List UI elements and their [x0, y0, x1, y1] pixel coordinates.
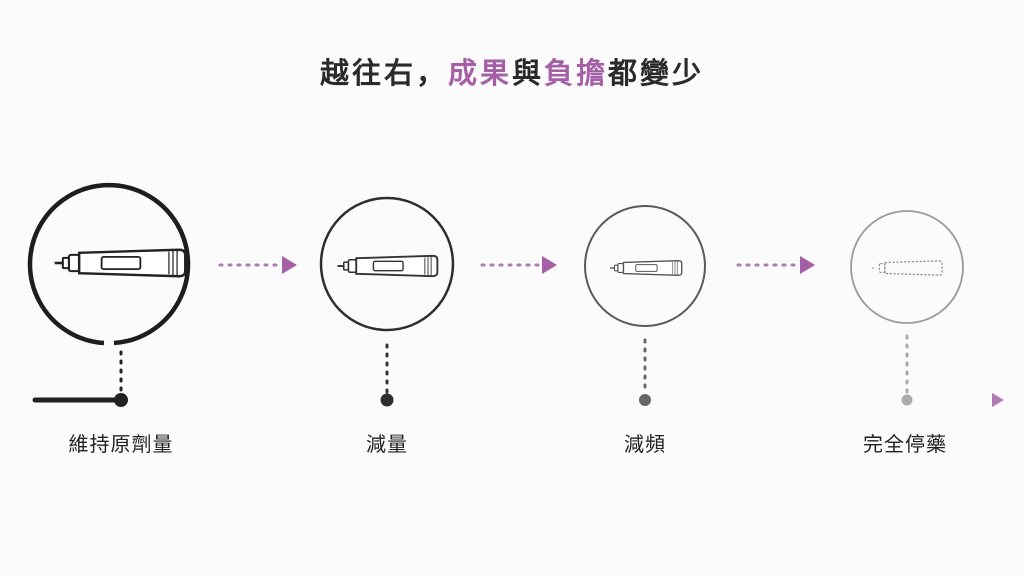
- stage-4-circle: [850, 210, 964, 324]
- title-accent-burden: 負擔: [544, 56, 609, 90]
- title-part-2: 都變少: [608, 56, 705, 90]
- title-part-1: 越往右，: [319, 56, 448, 90]
- insulin-pen-icon: [53, 248, 187, 278]
- stage-3-label: 減頻: [624, 432, 666, 456]
- stage-1-node: [114, 393, 128, 407]
- stage-1-label: 維持原劑量: [68, 432, 174, 456]
- title-conjunction: 與: [511, 56, 544, 90]
- stage-1: [27, 182, 191, 407]
- flow-arrow-2: [480, 256, 557, 274]
- axis-arrowhead: [992, 393, 1004, 407]
- stage-4-node: [901, 394, 913, 406]
- stage-2: [319, 196, 455, 407]
- flow-arrow-3: [736, 256, 815, 274]
- page-title: 越往右，成果與負擔都變少: [0, 50, 1024, 92]
- stage-2-label: 減量: [366, 432, 408, 456]
- insulin-pen-icon: [336, 254, 439, 278]
- insulin-pen-dashed-icon: [871, 260, 943, 276]
- stage-1-circle: [27, 182, 191, 346]
- stage-3: [584, 205, 706, 406]
- insulin-pen-icon: [609, 260, 683, 276]
- stage-3-node: [639, 394, 651, 406]
- stage-3-circle: [584, 205, 706, 327]
- stage-4: [850, 210, 964, 406]
- stage-2-node: [380, 393, 394, 407]
- stage-2-circle: [319, 196, 455, 332]
- stage-4-label: 完全停藥: [863, 432, 947, 456]
- flow-arrow-1: [218, 256, 297, 274]
- title-accent-results: 成果: [447, 56, 512, 90]
